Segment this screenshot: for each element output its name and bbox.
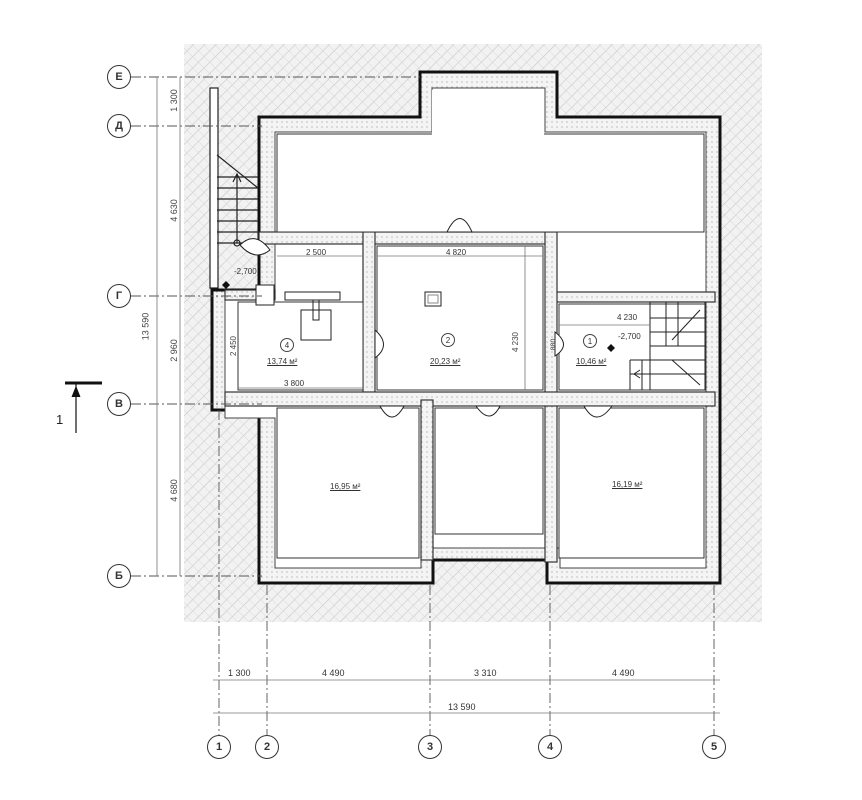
level-entrance: -2,700: [234, 267, 257, 276]
stair-right: [629, 301, 706, 391]
axis-col-2: 2: [255, 735, 279, 759]
room-area-1: 10,46 м²: [576, 357, 607, 366]
section-mark: [65, 381, 102, 433]
axis-col-3: 3: [418, 735, 442, 759]
section-mark-label: 1: [56, 412, 64, 427]
dim-seg-4-5: 4 490: [612, 668, 635, 678]
level-markers: [222, 281, 615, 352]
room-area-bottom-right: 16,19 м²: [612, 480, 643, 489]
dim-room1-door: 880: [550, 338, 558, 351]
axis-col-4: 4: [538, 735, 562, 759]
dim-room4-bottom: 3 800: [284, 379, 305, 388]
dim-overall-horizontal: 13 590: [448, 702, 476, 712]
dim-overall-vertical: 13 590: [140, 312, 151, 341]
dim-seg-G-V: 2 960: [168, 339, 179, 362]
dim-seg-1-2: 1 300: [228, 668, 251, 678]
room-number-4: 4: [280, 338, 294, 352]
dimension-lines: [156, 77, 720, 714]
dim-room4-top: 2 500: [306, 248, 327, 257]
dim-seg-2-3: 4 490: [322, 668, 345, 678]
room-number-2: 2: [441, 333, 455, 347]
fixtures: [255, 284, 442, 341]
room-area-4: 13,74 м²: [267, 357, 298, 366]
room-area-bottom-left: 16,95 м²: [330, 482, 361, 491]
level-room1: -2,700: [618, 332, 641, 341]
dim-seg-E-D: 1 300: [168, 89, 179, 112]
dim-room4-side: 2 450: [229, 335, 239, 357]
room-fills: [237, 90, 706, 559]
axis-row-G: Г: [107, 284, 131, 308]
room-number-1: 1: [583, 334, 597, 348]
axis-col-5: 5: [702, 735, 726, 759]
room-area-2: 20,23 м²: [430, 357, 461, 366]
dim-seg-3-4: 3 310: [474, 668, 497, 678]
axis-row-B: Б: [107, 564, 131, 588]
dim-room2-top: 4 820: [446, 248, 467, 257]
axis-row-V: В: [107, 392, 131, 416]
axis-col-1: 1: [207, 735, 231, 759]
axis-gridlines: [131, 76, 715, 735]
dim-seg-V-B: 4 680: [168, 479, 179, 502]
doors: [239, 218, 613, 418]
axis-row-E: Е: [107, 65, 131, 89]
dim-room1-top: 4 230: [617, 313, 638, 322]
dim-seg-D-G: 4 630: [168, 199, 179, 222]
dim-room2-side: 4 230: [511, 331, 521, 353]
axis-row-D: Д: [107, 114, 131, 138]
